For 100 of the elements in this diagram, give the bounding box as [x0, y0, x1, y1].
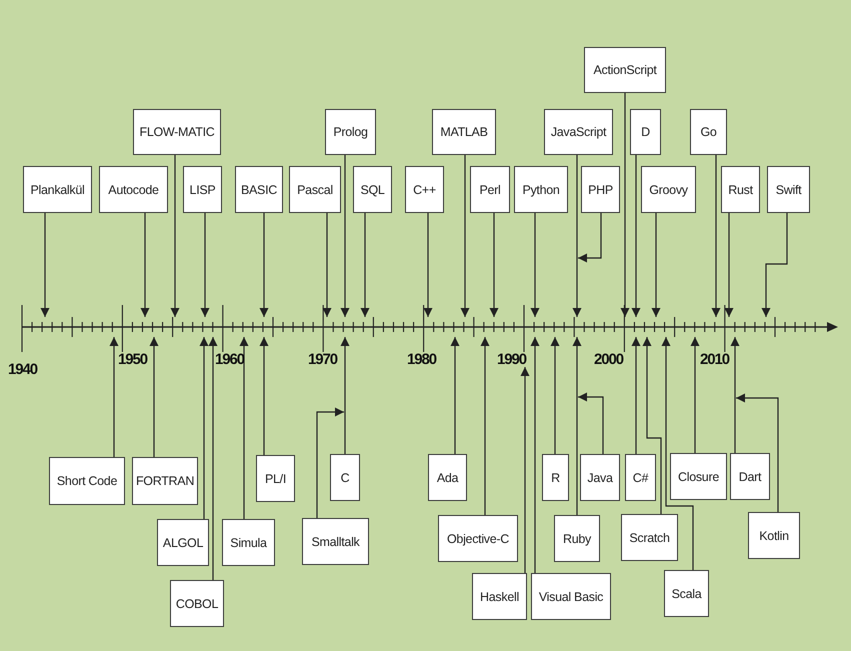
language-box [438, 515, 518, 562]
arrow [578, 392, 604, 454]
language-box [625, 454, 656, 501]
arrow [170, 155, 180, 317]
language-box [235, 166, 283, 213]
arrow [208, 337, 218, 580]
arrow [550, 337, 560, 454]
language-name: Ruby [563, 532, 591, 546]
language-name: ActionScript [593, 63, 657, 77]
language-name: Simula [230, 536, 267, 550]
arrow [662, 337, 694, 570]
arrow [360, 213, 370, 317]
year-label: 1950 [118, 352, 147, 367]
language-name: C++ [413, 182, 436, 196]
language-name: Java [587, 470, 613, 484]
language-name: Prolog [333, 125, 368, 139]
language-box [584, 47, 666, 93]
language-name: Haskell [480, 590, 519, 604]
language-box [767, 166, 810, 213]
language-name: Perl [479, 182, 501, 196]
arrow [572, 337, 582, 515]
language-box [580, 454, 620, 501]
language-name: Objective-C [447, 532, 509, 546]
language-name: Rust [728, 182, 753, 196]
language-name: Ada [436, 470, 458, 484]
language-box [664, 570, 709, 617]
language-box [405, 166, 444, 213]
language-box [670, 453, 727, 500]
arrow [140, 213, 150, 317]
language-name: LISP [190, 182, 216, 196]
language-name: PHP [588, 182, 613, 196]
arrow [260, 213, 268, 317]
language-name: PL/I [264, 472, 286, 486]
arrow [632, 155, 640, 317]
language-name: C# [632, 470, 648, 484]
arrow [530, 213, 540, 317]
language-box [432, 109, 496, 155]
arrow [480, 337, 490, 515]
language-box [302, 518, 369, 565]
language-box [748, 512, 800, 559]
language-name: JavaScript [550, 125, 606, 139]
language-box [690, 109, 727, 155]
language-box [531, 573, 611, 620]
arrow [424, 213, 432, 317]
arrow [150, 337, 158, 457]
language-name: Closure [678, 470, 719, 484]
language-box [630, 109, 661, 155]
language-name: Kotlin [759, 528, 789, 542]
arrow [690, 337, 700, 453]
language-box [514, 166, 568, 213]
year-label: 2010 [700, 352, 729, 367]
language-box [428, 454, 467, 501]
language-box [183, 166, 222, 213]
arrow [572, 155, 582, 317]
language-name: Autocode [108, 182, 159, 196]
language-box [170, 580, 224, 627]
arrow [520, 367, 530, 573]
arrow [450, 337, 460, 454]
language-name: Short Code [56, 474, 118, 488]
language-name: Smalltalk [311, 534, 360, 548]
arrow [530, 337, 540, 573]
arrow [642, 337, 662, 514]
language-box [49, 457, 125, 505]
arrow [316, 408, 344, 518]
language-name: Pascal [297, 182, 333, 196]
language-box [132, 457, 198, 505]
language-name: D [641, 125, 650, 139]
arrow [620, 93, 630, 317]
language-box [542, 454, 569, 501]
arrow [736, 394, 779, 512]
arrow [712, 155, 720, 317]
arrow [322, 213, 332, 317]
language-name: Go [700, 125, 717, 139]
language-box [330, 454, 360, 501]
language-box [256, 455, 295, 502]
arrow [340, 155, 350, 317]
language-box [99, 166, 168, 213]
language-name: Dart [738, 470, 762, 484]
arrow [724, 213, 734, 317]
arrow [240, 337, 248, 519]
language-name: C [340, 470, 350, 484]
language-box [472, 573, 527, 620]
language-box [544, 109, 613, 155]
language-box [133, 109, 221, 155]
year-label: 1980 [407, 352, 436, 367]
arrow [260, 337, 268, 455]
language-name: FLOW-MATIC [139, 125, 214, 139]
language-name: Swift [776, 182, 802, 196]
language-box [353, 166, 392, 213]
language-name: Groovy [649, 182, 688, 196]
language-name: MATLAB [440, 125, 488, 139]
arrow [578, 213, 602, 262]
language-box [325, 109, 376, 155]
language-name: Python [522, 182, 560, 196]
language-box [554, 515, 600, 562]
language-box [222, 519, 275, 566]
language-box [157, 519, 209, 566]
year-label: 1990 [497, 352, 526, 367]
language-name: FORTRAN [136, 474, 194, 488]
arrow [490, 213, 498, 317]
